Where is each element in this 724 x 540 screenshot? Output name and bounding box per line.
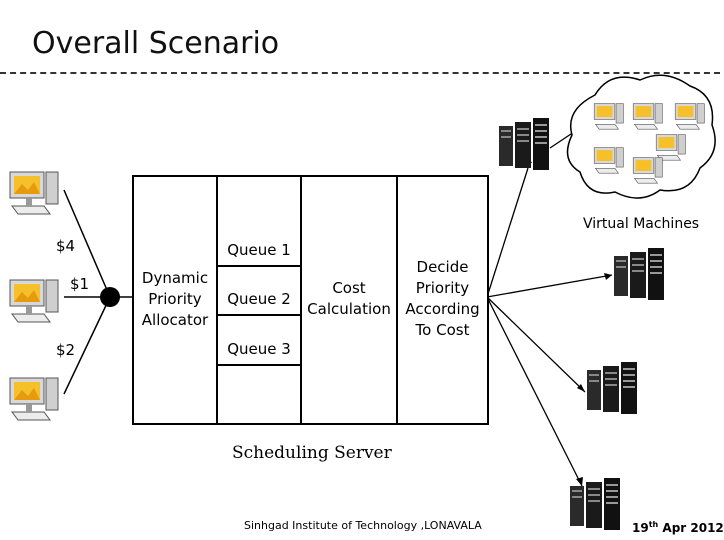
footer-institute: Sinhgad Institute of Technology ,LONAVAL…: [244, 519, 482, 532]
queue-separator: [216, 314, 300, 316]
client-price-label: $2: [56, 341, 76, 359]
title-divider: [0, 72, 720, 74]
queue-1-label: Queue 1: [227, 241, 291, 259]
vm-computer-icon: [593, 103, 624, 130]
client-computer-icon-2: [9, 279, 59, 323]
queue-divider: [300, 175, 302, 425]
vm-computer-icon: [632, 157, 663, 184]
decide-priority-label: Decide Priority According To Cost: [405, 258, 480, 339]
scheduling-server-caption: Scheduling Server: [232, 443, 392, 463]
scheduling-server-box: [132, 175, 489, 425]
arrowhead-server-4: [576, 477, 583, 486]
queue-3-label: Queue 3: [227, 340, 291, 358]
arrowhead-server-2: [604, 273, 612, 280]
client-price-label: $4: [56, 237, 76, 255]
vm-computer-icon: [674, 103, 705, 130]
link-to-cloud-server: [486, 167, 529, 298]
vm-computer-icon: [632, 103, 663, 130]
server-rack-icon-3: [587, 362, 637, 414]
link-client-1: [63, 189, 111, 298]
page-title: Overall Scenario: [32, 26, 280, 61]
link-client-3: [63, 296, 111, 395]
footer-date: 19th Apr 2012: [632, 520, 724, 535]
virtual-machines-label: Virtual Machines: [583, 216, 700, 232]
queue-separator: [216, 364, 300, 366]
cost-calculation-label: Cost Calculation: [307, 279, 391, 318]
allocator-divider: [216, 175, 218, 425]
vm-computer-icon: [655, 134, 686, 161]
hub-node: [100, 287, 120, 307]
cost-divider: [396, 175, 398, 425]
server-rack-icon-4: [570, 478, 620, 530]
arrowhead-server-3: [577, 384, 585, 392]
link-to-server-4: [486, 296, 583, 487]
link-server-cloud: [549, 131, 575, 149]
server-rack-icon-cloud: [499, 118, 549, 170]
vm-computer-icon: [593, 147, 624, 174]
link-to-server-2: [486, 274, 613, 298]
queue-separator: [216, 265, 300, 267]
client-price-label: $1: [70, 275, 90, 293]
queue-2-label: Queue 2: [227, 290, 291, 308]
server-rack-icon-2: [614, 248, 664, 300]
client-computer-icon-3: [9, 377, 59, 421]
client-computer-icon-1: [9, 171, 59, 215]
link-to-server-3: [486, 296, 586, 393]
dynamic-priority-allocator-label: Dynamic Priority Allocator: [141, 269, 209, 329]
